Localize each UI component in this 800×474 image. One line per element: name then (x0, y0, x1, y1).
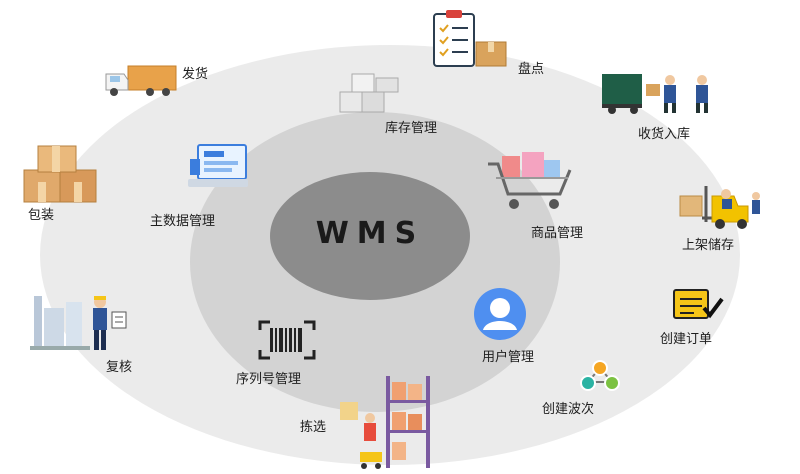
wave-nodes-icon (576, 358, 624, 394)
wms-title: WMS (315, 216, 425, 251)
step-review-label: 复核 (106, 360, 133, 375)
step-order-label: 创建订单 (660, 332, 713, 347)
inspection-worker-icon (30, 288, 134, 354)
step-pack-label: 包装 (28, 208, 55, 223)
core-ring (270, 172, 470, 300)
step-stocktake-label: 盘点 (518, 62, 545, 77)
shopping-cart-icon (482, 150, 582, 218)
module-master-data-label: 主数据管理 (150, 214, 216, 229)
picking-shelf-icon (336, 372, 446, 472)
boxes-icon (20, 142, 106, 208)
module-serial-label: 序列号管理 (236, 372, 302, 387)
module-product-label: 商品管理 (531, 226, 584, 241)
step-shelve-label: 上架储存 (682, 238, 735, 253)
step-pick-label: 拣选 (300, 420, 327, 435)
forklift-icon (678, 182, 762, 230)
order-clipboard-icon (670, 286, 726, 324)
user-avatar-icon (472, 286, 528, 342)
step-ship-label: 发货 (182, 67, 209, 82)
stacked-boxes-icon (336, 72, 404, 116)
step-receive-label: 收货入库 (638, 127, 691, 142)
module-inventory-label: 库存管理 (385, 121, 438, 136)
delivery-truck-icon (100, 60, 180, 100)
module-user-label: 用户管理 (482, 350, 535, 365)
truck-unloading-icon (600, 70, 718, 116)
clipboard-icon (432, 8, 512, 70)
step-wave-label: 创建波次 (542, 402, 595, 417)
computer-monitor-icon (186, 143, 252, 193)
barcode-icon (256, 318, 318, 362)
